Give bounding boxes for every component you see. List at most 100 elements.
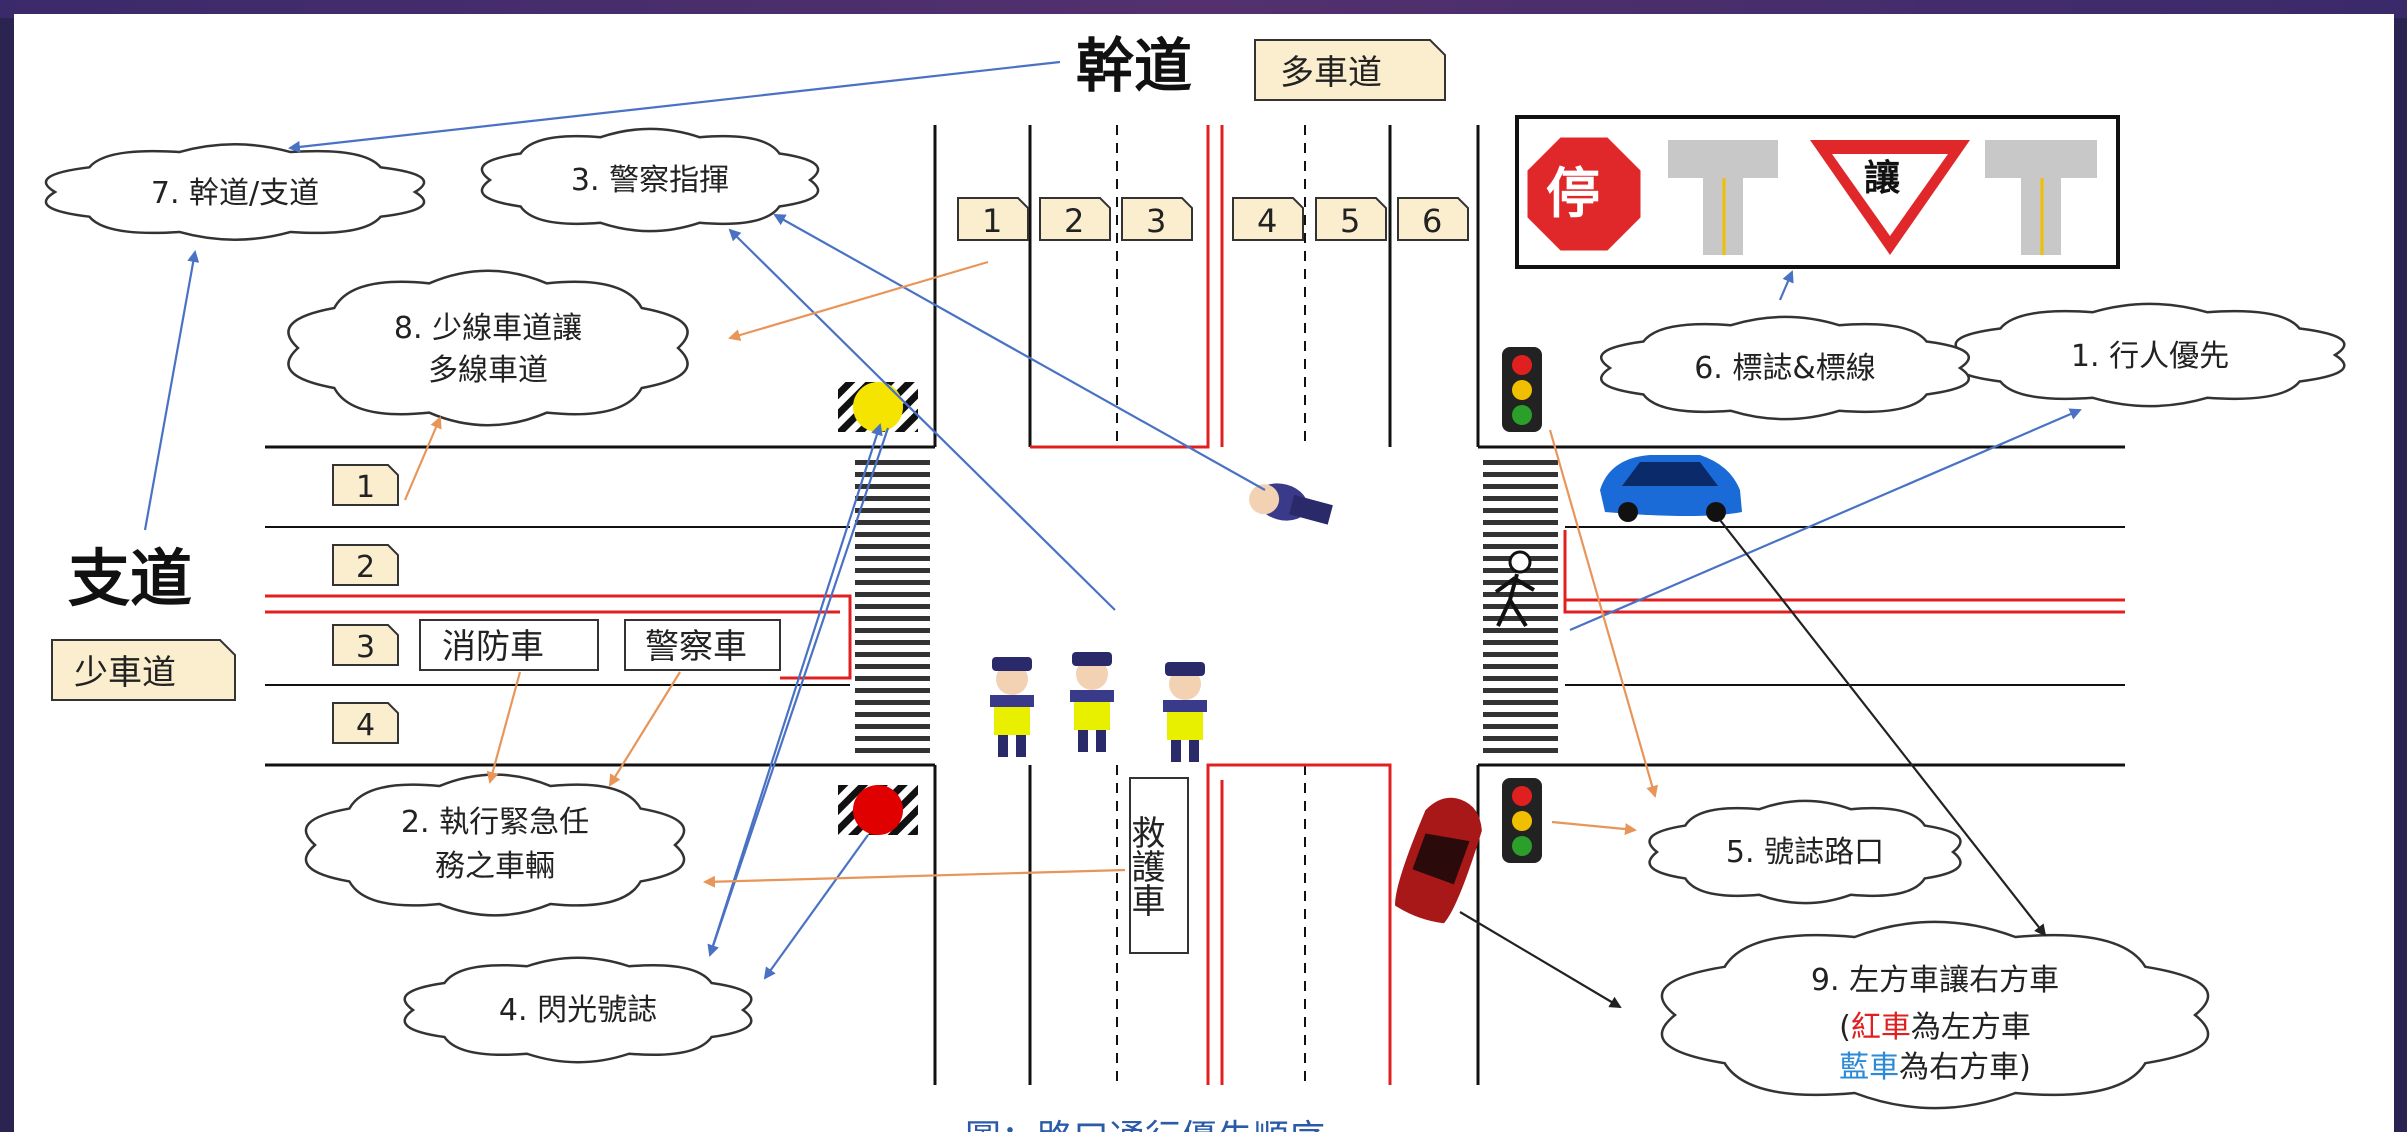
side-lane-tag-label: 3	[356, 630, 375, 665]
pedestrian-icon	[1494, 550, 1536, 628]
arrow-main-road-to-cloud7	[288, 60, 1061, 153]
stop-sign-label: 停	[1546, 162, 1600, 225]
crosswalk-left	[855, 460, 930, 753]
cloud-pedestrian-priority: 1. 行人優先	[1954, 302, 2346, 408]
red-car-icon	[1395, 797, 1482, 924]
ambulance-box: 救護車	[1125, 777, 1189, 954]
side-road-title: 支道	[68, 542, 192, 615]
arrow-cloud6-to-signs	[1778, 270, 1794, 301]
side-lane-tags: 1 2 3 4	[332, 464, 399, 744]
fire-truck-box: 消防車	[419, 619, 599, 671]
cloud-text: 5. 號誌路口	[1726, 835, 1884, 870]
side-lane-tag-label: 2	[356, 550, 375, 585]
t-junction-icon	[1668, 140, 1778, 255]
cloud-text: 8. 少線車道讓	[394, 311, 582, 346]
cloud-text: 藍車為右方車)	[1839, 1050, 2031, 1085]
side-road-tag: 少車道	[51, 639, 236, 701]
main-lane-tag: 4	[1232, 197, 1304, 241]
flashing-signal-yellow	[838, 382, 918, 432]
police-officer-icon	[1249, 483, 1333, 525]
yield-sign-label: 讓	[1864, 158, 1901, 199]
arrow-yellow-signal-to-cloud4	[707, 427, 890, 957]
main-lane-tag-label: 4	[1257, 202, 1277, 240]
median-red	[1030, 125, 1210, 449]
ambulance-label: 救護車	[1125, 815, 1165, 917]
arrow-red-signal-to-cloud4	[763, 834, 869, 980]
cloud-text: 2. 執行緊急任	[401, 805, 589, 840]
arrow-side-road-to-cloud7	[143, 250, 200, 531]
main-lane-tag-label: 3	[1146, 202, 1166, 240]
arrow-officer-to-cloud3	[773, 214, 1266, 491]
cloud-text: 多線車道	[428, 353, 548, 388]
main-lane-tag: 2	[1039, 197, 1111, 241]
side-lane-tag: 3	[332, 624, 399, 666]
cloud-main-side-road: 7. 幹道/支道	[44, 143, 426, 241]
cloud-text: 6. 標誌&標線	[1694, 351, 1876, 386]
main-road-tag-label: 多車道	[1280, 53, 1382, 93]
arrow-ambulance-to-cloud2	[703, 868, 1126, 888]
arrow-signal2-to-cloud5	[1551, 820, 1637, 836]
main-lane-tag: 5	[1315, 197, 1387, 241]
arrow-cloud4-to-yellow-signal	[708, 423, 883, 956]
main-lane-tag: 1	[957, 197, 1029, 241]
arrow-firetruck-to-cloud2	[486, 671, 522, 784]
side-lane-tag-label: 1	[356, 470, 375, 505]
t-junction-icon	[1985, 140, 2097, 255]
main-lane-tag-label: 5	[1340, 202, 1360, 240]
police-officer-icon	[1070, 652, 1114, 752]
police-officer-icon	[1163, 662, 1207, 762]
main-lane-tag-label: 1	[982, 202, 1002, 240]
main-lane-tag: 6	[1397, 197, 1469, 241]
crosswalk-right	[1483, 460, 1558, 753]
slide-top-band	[0, 0, 2407, 18]
cloud-text: 務之車輛	[435, 849, 555, 884]
main-lane-tag-label: 2	[1064, 202, 1084, 240]
cloud-text: 7. 幹道/支道	[151, 176, 319, 211]
side-lane-tag: 2	[332, 544, 399, 586]
police-officer-icon	[990, 657, 1034, 757]
arrow-red-car-to-cloud9	[1459, 911, 1622, 1009]
fire-truck-label: 消防車	[442, 627, 544, 667]
arrow-pedestrian-to-cloud1	[1569, 408, 2082, 632]
arrow-blue-car-to-cloud9	[1719, 519, 2047, 937]
side-road-tag-label: 少車道	[74, 653, 176, 693]
cloud-signalized-intersection: 5. 號誌路口	[1648, 799, 1962, 905]
traffic-light-icon	[1502, 778, 1542, 863]
police-car-box: 警察車	[624, 619, 781, 671]
side-lane-tag: 4	[332, 702, 399, 744]
flashing-signal-red	[838, 785, 918, 835]
median-red	[1563, 530, 2125, 614]
main-lane-tags: 1 2 3 4 5 6	[957, 197, 1469, 241]
figure-caption: 圖：路口通行優先順序	[965, 1118, 1325, 1132]
main-lane-tag-label: 6	[1422, 202, 1442, 240]
sign-board: 停 讓	[1515, 115, 2120, 269]
main-road-title: 幹道	[1076, 32, 1192, 100]
cloud-text: 9. 左方車讓右方車	[1811, 963, 2059, 998]
cloud-police-command: 3. 警察指揮	[480, 127, 820, 233]
main-lane-tag: 3	[1121, 197, 1193, 241]
cloud-text: 1. 行人優先	[2071, 339, 2229, 374]
side-lane-tag: 1	[332, 464, 399, 506]
median-red	[1206, 763, 1392, 1085]
arrow-lane1-to-cloud8	[403, 416, 442, 501]
stop-sign-icon	[1524, 134, 1644, 254]
police-officers-group	[990, 652, 1207, 762]
cloud-signs-markings: 6. 標誌&標線	[1600, 315, 1970, 421]
median-red	[265, 594, 852, 680]
arrows-layer	[143, 60, 2082, 1009]
cloud-flashing-signal: 4. 閃光號誌	[403, 956, 753, 1064]
side-lane-tag-label: 4	[356, 708, 375, 743]
cloud-text: 4. 閃光號誌	[499, 993, 657, 1028]
blue-car-icon	[1600, 455, 1742, 522]
arrow-officers-to-cloud3	[728, 228, 1116, 611]
police-car-label: 警察車	[645, 627, 747, 667]
cloud-text: (紅車為左方車	[1839, 1010, 2031, 1045]
traffic-light-icon	[1502, 347, 1542, 432]
arrow-policecar-to-cloud2	[608, 671, 681, 787]
